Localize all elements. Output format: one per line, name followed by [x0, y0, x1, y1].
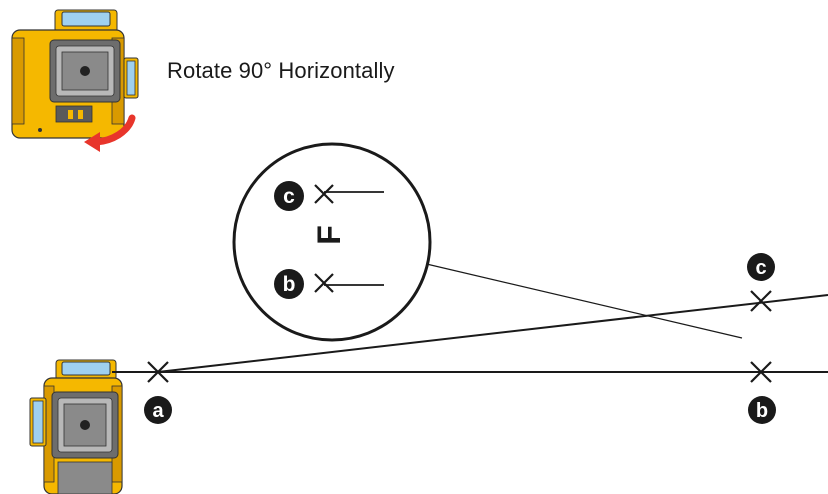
marker-b-label: b: [756, 400, 768, 422]
magnifier-marker-c-label: c: [283, 185, 295, 208]
magnifier-x-mark-c: [314, 184, 334, 204]
instruction-text: Rotate 90° Horizontally: [167, 58, 395, 83]
laser-lines: [112, 261, 828, 373]
laser-level-top-icon: [11, 9, 139, 139]
x-mark-c: [750, 290, 772, 312]
rotated-laser-line: [157, 294, 828, 373]
face-f-label: F: [311, 225, 347, 245]
marker-a-label: a: [152, 400, 164, 422]
marker-c-badge: c: [747, 253, 775, 281]
magnifier-x-mark-b: [314, 273, 334, 293]
x-mark-a: [147, 361, 169, 383]
marker-b-badge: b: [748, 396, 776, 424]
x-mark-b: [750, 361, 772, 383]
marker-c-label: c: [755, 257, 766, 279]
magnifier-marker-b-label: b: [283, 273, 296, 296]
laser-level-bottom-icon: [29, 359, 123, 494]
magnifier-callout: c F b: [232, 142, 432, 342]
magnifier-pointer-line: [417, 261, 743, 339]
rotate-arrow-icon: [84, 114, 136, 152]
marker-a-badge: a: [144, 396, 172, 424]
